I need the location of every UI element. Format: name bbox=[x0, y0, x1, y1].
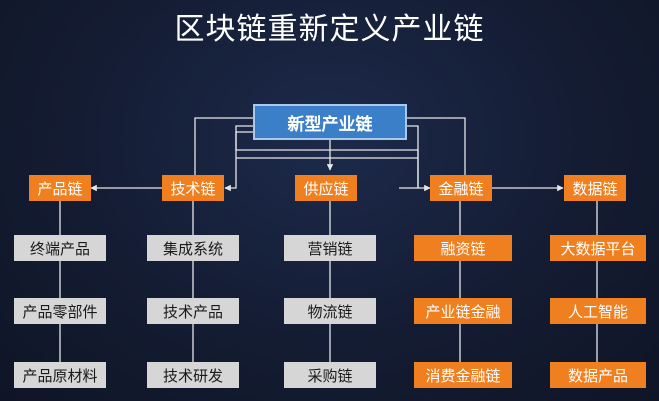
connector-root-to-chain-5 bbox=[407, 117, 564, 192]
chain-node-finance: 金融链 bbox=[430, 175, 492, 201]
leaf-node-supply-2: 物流链 bbox=[284, 298, 376, 324]
leaf-node-product-3: 产品原材料 bbox=[14, 362, 106, 388]
leaf-node-finance-1: 融资链 bbox=[414, 235, 512, 261]
chain-node-technology: 技术链 bbox=[162, 175, 224, 201]
connector-root-to-chain-4 bbox=[407, 125, 431, 192]
leaf-node-finance-2: 产业链金融 bbox=[414, 298, 512, 324]
leaf-node-supply-3: 采购链 bbox=[284, 362, 376, 388]
leaf-node-product-1: 终端产品 bbox=[14, 235, 106, 261]
connector-root-to-chain-2 bbox=[235, 125, 419, 189]
connector-root-to-chain-1 bbox=[90, 117, 253, 192]
leaf-node-finance-3: 消费金融链 bbox=[414, 362, 512, 388]
leaf-node-data-1: 大数据平台 bbox=[550, 235, 646, 261]
leaf-node-technology-1: 集成系统 bbox=[147, 235, 239, 261]
leaf-node-technology-3: 技术研发 bbox=[147, 362, 239, 388]
leaf-node-supply-1: 营销链 bbox=[284, 235, 376, 261]
connector-root-to-chain-2b bbox=[224, 131, 253, 192]
leaf-node-data-2: 人工智能 bbox=[550, 298, 646, 324]
diagram-title: 区块链重新定义产业链 bbox=[174, 12, 485, 47]
leaf-node-product-2: 产品零部件 bbox=[14, 298, 106, 324]
leaf-node-data-3: 数据产品 bbox=[550, 362, 646, 388]
chain-node-supply: 供应链 bbox=[295, 175, 357, 201]
root-node: 新型产业链 bbox=[253, 104, 407, 140]
chain-node-product: 产品链 bbox=[29, 175, 91, 201]
leaf-node-technology-2: 技术产品 bbox=[147, 298, 239, 324]
chain-node-data: 数据链 bbox=[564, 175, 626, 201]
